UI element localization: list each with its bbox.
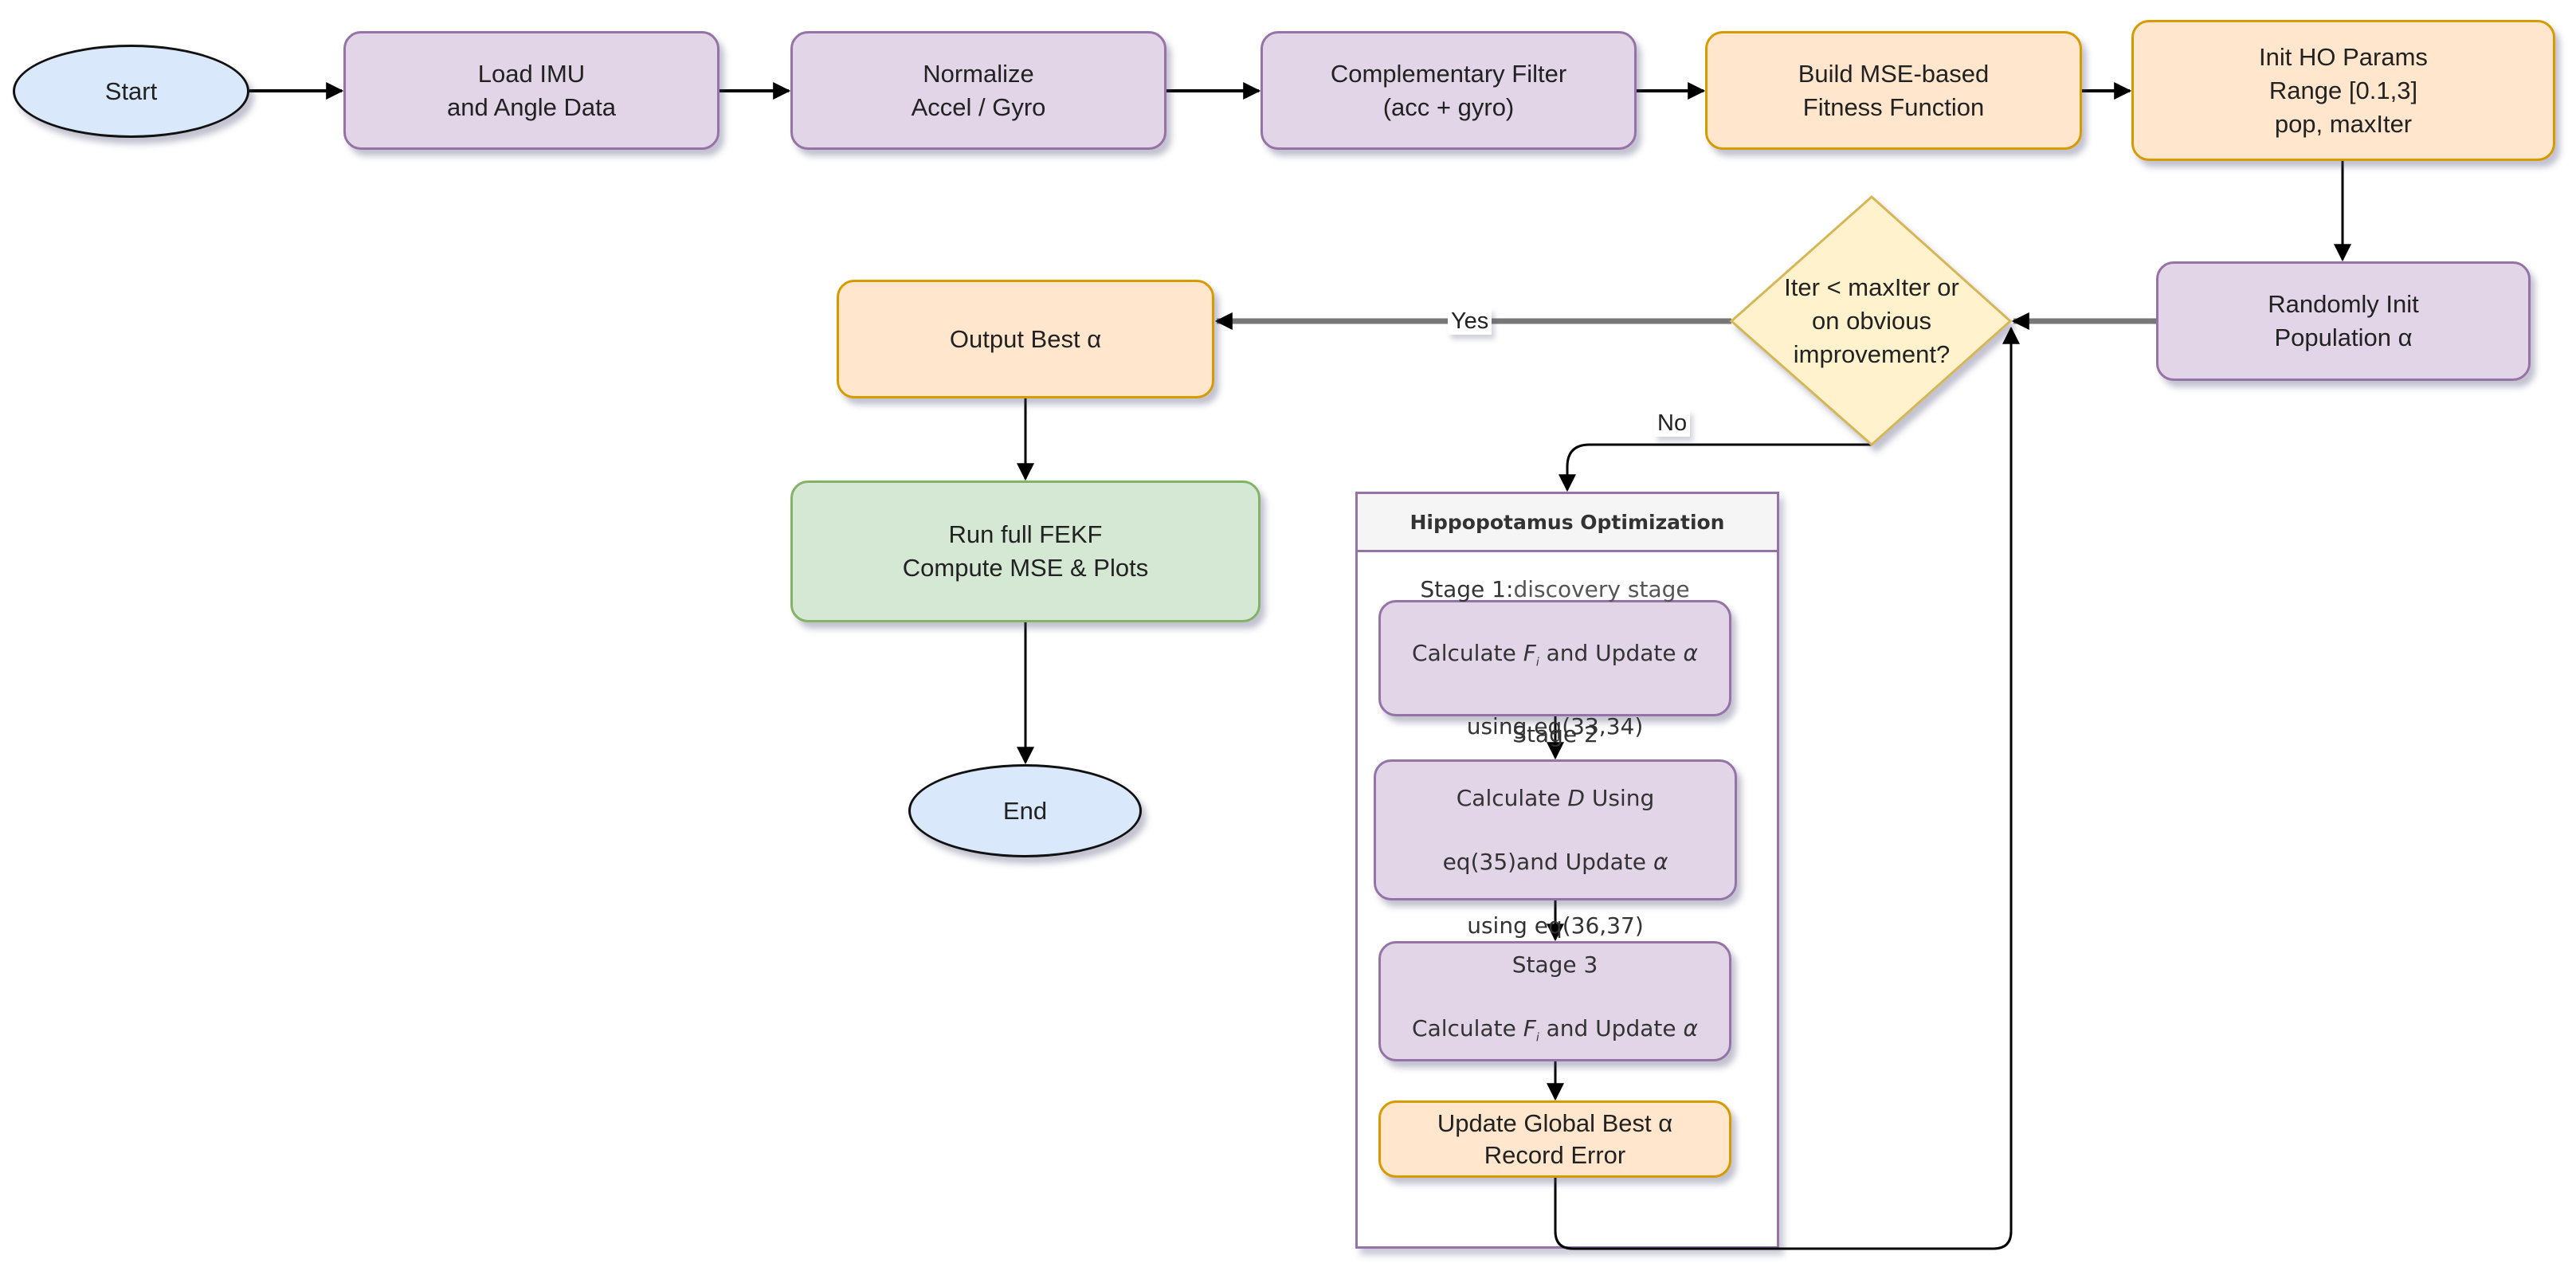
stage1-title: Stage 1: (1420, 576, 1514, 603)
decision-label: Iter < maxIter or on obvious improvement… (1784, 273, 1959, 368)
stage2-text-b: Using (1584, 784, 1655, 811)
var-sub-i: i (1535, 656, 1539, 669)
output-best-node: Output Best α (837, 280, 1214, 398)
yes-label: Yes (1448, 308, 1492, 335)
run-fekf-node: Run full FEKF Compute MSE & Plots (790, 481, 1261, 622)
init-ho-params-node: Init HO Params Range [0.1,3] pop, maxIte… (2131, 20, 2555, 161)
stage1-subtitle: discovery stage (1513, 576, 1690, 603)
update-global-best-node: Update Global Best α Record Error (1378, 1100, 1731, 1178)
stage3-title: Stage 3 (1511, 951, 1598, 978)
stage3-node: Stage 3 Calculate Fi and Update α (1378, 941, 1731, 1061)
var-f: F (1523, 640, 1536, 667)
stage1-text-b: and Update (1539, 640, 1684, 667)
stage2-eq2: using eq(36,37) (1467, 912, 1644, 939)
alpha-symbol: α (1683, 1014, 1698, 1041)
var-sub-i: i (1535, 1031, 1539, 1045)
load-imu-node: Load IMU and Angle Data (343, 31, 719, 150)
stage2-node: Stage 2 Calculate D Using eq(35)and Upda… (1374, 721, 1737, 939)
stage1-eq: using eq(33,34) (1466, 712, 1644, 739)
stage2-title: Stage 2 (1512, 720, 1598, 747)
edge-decision-ho (1559, 443, 1872, 492)
end-node: End (908, 764, 1142, 857)
build-mse-node: Build MSE-based Fitness Function (1705, 31, 2082, 150)
complementary-filter-node: Complementary Filter (acc + gyro) (1261, 31, 1637, 150)
alpha-symbol: α (1683, 640, 1698, 667)
var-d: D (1567, 784, 1585, 811)
no-label: No (1654, 410, 1691, 437)
start-node: Start (13, 45, 249, 138)
alpha-symbol: α (1653, 848, 1668, 875)
stage1-node: Stage 1:discovery stage Calculate Fi and… (1378, 576, 1731, 739)
var-f: F (1523, 1014, 1536, 1041)
stage3-text-b: and Update (1539, 1014, 1684, 1041)
normalize-node: Normalize Accel / Gyro (790, 31, 1166, 150)
stage2-eq: eq(35)and Update (1442, 848, 1653, 875)
stage2-text: Calculate (1456, 784, 1568, 811)
stage1-text: Calculate (1412, 640, 1523, 667)
random-init-node: Randomly Init Population α (2156, 261, 2531, 381)
stage3-text: Calculate (1412, 1014, 1523, 1041)
